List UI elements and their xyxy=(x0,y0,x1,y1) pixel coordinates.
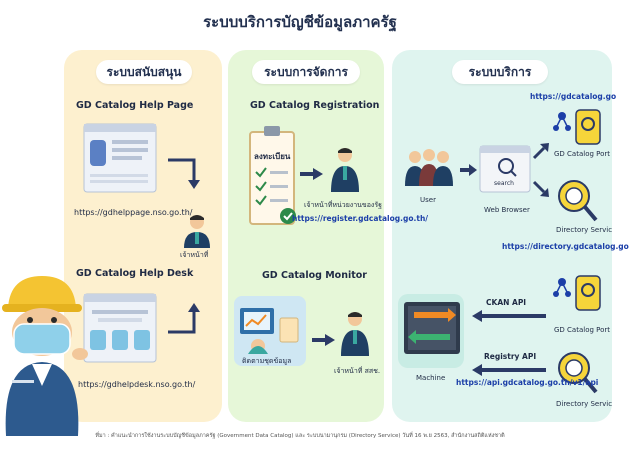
directory-service-icon xyxy=(558,180,598,222)
search-text: search xyxy=(494,180,514,187)
monitor-title: GD Catalog Monitor xyxy=(262,270,367,281)
portal-url[interactable]: https://gdcatalog.go xyxy=(530,92,617,101)
arrow-browser-to-portal-icon xyxy=(532,143,549,160)
help-page-title: GD Catalog Help Page xyxy=(76,100,194,111)
page-title: ระบบบริการบัญชีข้อมูลภาครัฐ xyxy=(203,13,397,31)
machine-icon xyxy=(404,302,460,354)
nso-staff-label: เจ้าหน้าที่ สสช. xyxy=(334,367,381,375)
mascot-worker-icon xyxy=(2,276,88,436)
directory-label: Directory Servic xyxy=(556,226,613,234)
monitor-screen-label: ติดตามชุดข้อมูล xyxy=(242,357,292,365)
arrow-ckan-api-icon xyxy=(472,310,546,322)
registration-form-label: ลงทะเบียน xyxy=(254,152,291,161)
registration-clipboard-icon xyxy=(249,126,296,225)
arrow-user-to-browser-icon xyxy=(460,164,477,176)
help-page-screen-icon xyxy=(83,123,157,193)
directory-url[interactable]: https://directory.gdcatalog.go xyxy=(502,242,629,251)
registration-title: GD Catalog Registration xyxy=(250,100,380,111)
arrow-to-gov-staff-icon xyxy=(300,168,323,180)
gov-staff-label: เจ้าหน้าที่หน่วยงานของรัฐ xyxy=(304,201,382,209)
staff-label: เจ้าหน้าที่ xyxy=(180,251,209,259)
portal-server-icon xyxy=(553,109,601,145)
portal-server-icon-2 xyxy=(553,275,601,311)
directory-label-2: Directory Servic xyxy=(556,400,613,408)
help-desk-screen-icon xyxy=(83,293,157,363)
arrow-from-helpdesk-icon xyxy=(168,303,200,334)
ckan-api-label: CKAN API xyxy=(486,298,527,307)
arrow-to-staff-icon xyxy=(168,158,200,189)
arrow-browser-to-directory-icon xyxy=(532,180,549,197)
user-label: User xyxy=(420,196,436,204)
monitor-dashboard-icon xyxy=(240,308,299,354)
support-heading: ระบบสนับสนุน xyxy=(96,60,192,84)
management-heading: ระบบการจัดการ xyxy=(252,60,360,84)
directory-service-icon-2 xyxy=(558,352,598,394)
staff-person-icon xyxy=(184,215,210,248)
registry-api-label: Registry API xyxy=(484,352,537,361)
web-browser-icon xyxy=(479,145,531,193)
web-browser-label: Web Browser xyxy=(484,206,530,214)
help-desk-title: GD Catalog Help Desk xyxy=(76,268,194,279)
help-page-url[interactable]: https://gdhelppage.nso.go.th/ xyxy=(74,208,193,217)
api-url[interactable]: https://api.gdcatalog.go.th/v1/api xyxy=(456,378,599,387)
portal-label-2: GD Catalog Port xyxy=(554,326,611,334)
nso-staff-person-icon xyxy=(341,312,369,356)
portal-label: GD Catalog Port xyxy=(554,150,611,158)
help-desk-url[interactable]: https://gdhelpdesk.nso.go.th/ xyxy=(78,380,196,389)
machine-label: Machine xyxy=(416,374,446,382)
source-note: ที่มา : คำแนะนำการใช้งานระบบบัญชีข้อมูลภ… xyxy=(95,433,505,439)
users-group-icon xyxy=(405,149,453,186)
arrow-to-nso-staff-icon xyxy=(312,334,335,346)
registration-url[interactable]: https://register.gdcatalog.go.th/ xyxy=(292,214,429,223)
arrow-registry-api-icon xyxy=(472,364,546,376)
service-heading: ระบบบริการ xyxy=(452,60,548,84)
gov-staff-person-icon xyxy=(331,148,359,192)
